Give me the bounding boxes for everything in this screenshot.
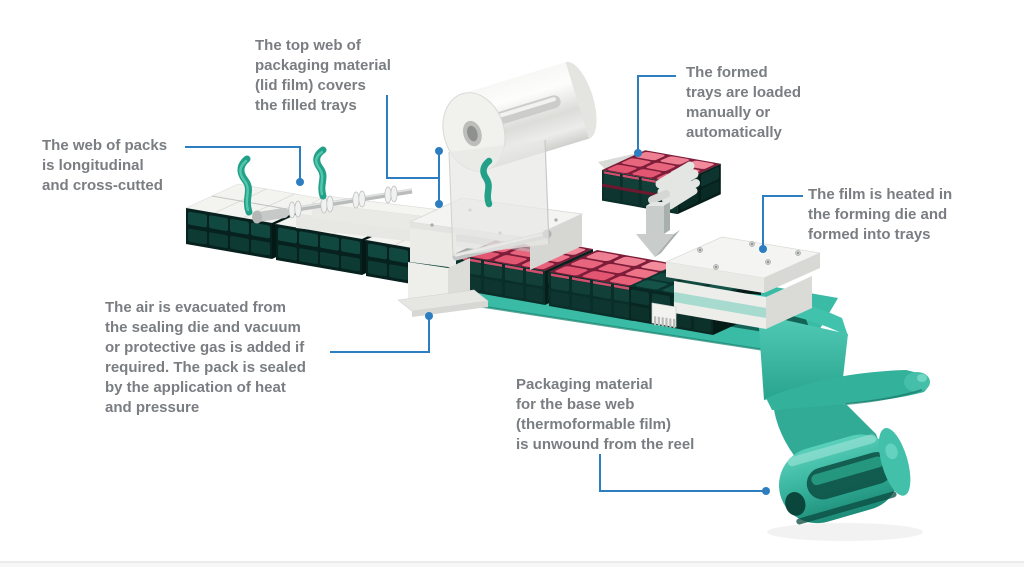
connectors: [185, 75, 803, 492]
footer-area: [0, 563, 1024, 567]
film-trim-ribbon: [237, 146, 327, 216]
down-arrow-icon: [636, 202, 680, 257]
footer-divider: [0, 561, 1024, 563]
annotation-base-web: Packaging material for the base web (the…: [516, 376, 695, 453]
forming-station: [651, 236, 822, 329]
cross-cutting-station: [237, 146, 523, 252]
lid-film-sheet: [448, 139, 550, 257]
annotation-formed-trays: The formed trays are loaded manually or …: [686, 64, 802, 141]
connector-air-evacuated: [330, 319, 430, 353]
annotation-film-heated: The film is heated in the forming die an…: [808, 186, 953, 243]
connector-lid-film: [386, 95, 440, 204]
annotation-lid-film: The top web of packaging material (lid f…: [255, 37, 391, 114]
connector-base-web: [599, 454, 763, 492]
connector-film-heated: [762, 195, 803, 246]
connector-web-of-packs: [185, 146, 301, 179]
connector-dots: [296, 147, 770, 495]
loading-hand-fingers: [648, 161, 700, 210]
annotation-web-of-packs: The web of packs is longitudinal and cro…: [42, 137, 168, 194]
film-reel: [767, 428, 923, 541]
annotation-air-evacuated: The air is evacuated from the sealing di…: [105, 299, 306, 416]
film-trim-ribbon: [480, 157, 493, 208]
bolts: [697, 241, 801, 270]
connector-formed-trays: [637, 75, 676, 150]
